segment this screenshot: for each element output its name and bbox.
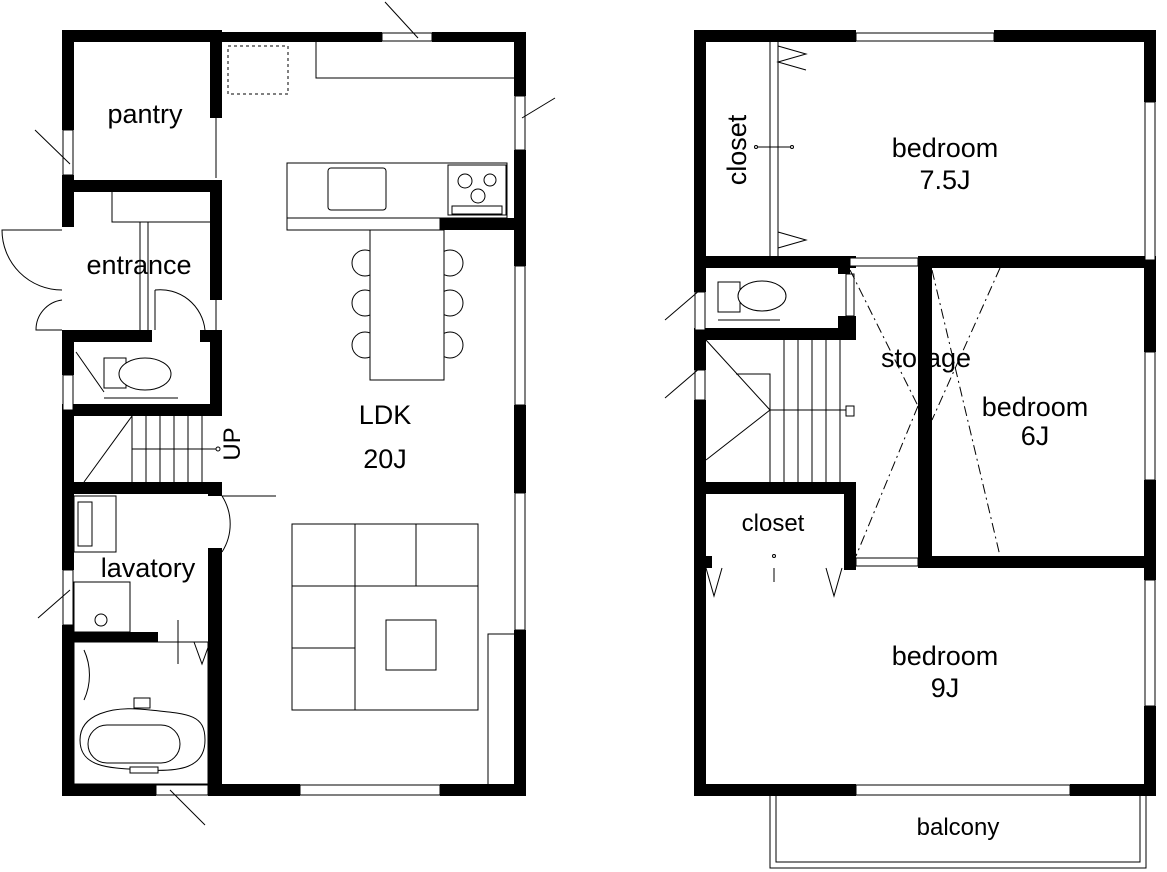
label-closet-west: closet [722, 114, 752, 185]
label-bedroom-large-name: bedroom [892, 133, 999, 163]
label-bedroom-mid-size: 6J [1021, 421, 1050, 451]
lavatory-bath-fixtures [73, 495, 276, 785]
room-labels: pantry entrance LDK 20J lavatory UP clos… [86, 99, 1088, 841]
second-floor-toilet [717, 280, 787, 321]
label-ldk-name: LDK [359, 400, 412, 430]
storage-dashed-lines [849, 267, 1001, 557]
label-bedroom-south-size: 9J [931, 673, 960, 703]
label-balcony: balcony [917, 814, 1000, 841]
living-room-furniture [291, 523, 514, 784]
closet-small-fixtures [705, 554, 843, 598]
label-closet-small: closet [742, 510, 805, 537]
second-floor-exterior-walls [694, 30, 1156, 796]
second-floor-stairs [705, 339, 855, 482]
closet-west-fixtures [754, 42, 808, 256]
label-bedroom-south-name: bedroom [892, 641, 999, 671]
second-floor-windows [664, 32, 1156, 796]
label-bedroom-large-size: 7.5J [919, 165, 970, 195]
first-floor-interior-walls [62, 180, 526, 796]
label-storage: storage [881, 343, 971, 373]
first-floor-windows [34, 1, 556, 826]
label-bedroom-mid-name: bedroom [982, 392, 1089, 422]
second-floor-plan [664, 30, 1156, 869]
first-floor-stairs [83, 415, 221, 483]
first-floor-exterior-walls [62, 30, 526, 796]
first-floor-toilet [75, 351, 178, 399]
label-stairs-up: UP [219, 427, 246, 460]
entrance-fixtures [1, 192, 217, 331]
label-ldk-size: 20J [363, 444, 407, 474]
label-entrance: entrance [86, 250, 191, 280]
balcony-rail [769, 796, 1147, 869]
second-floor-interior-walls [694, 256, 1156, 570]
kitchen-fixtures [215, 42, 514, 381]
label-lavatory: lavatory [101, 553, 196, 583]
label-pantry: pantry [107, 99, 183, 129]
first-floor-plan [1, 1, 556, 826]
